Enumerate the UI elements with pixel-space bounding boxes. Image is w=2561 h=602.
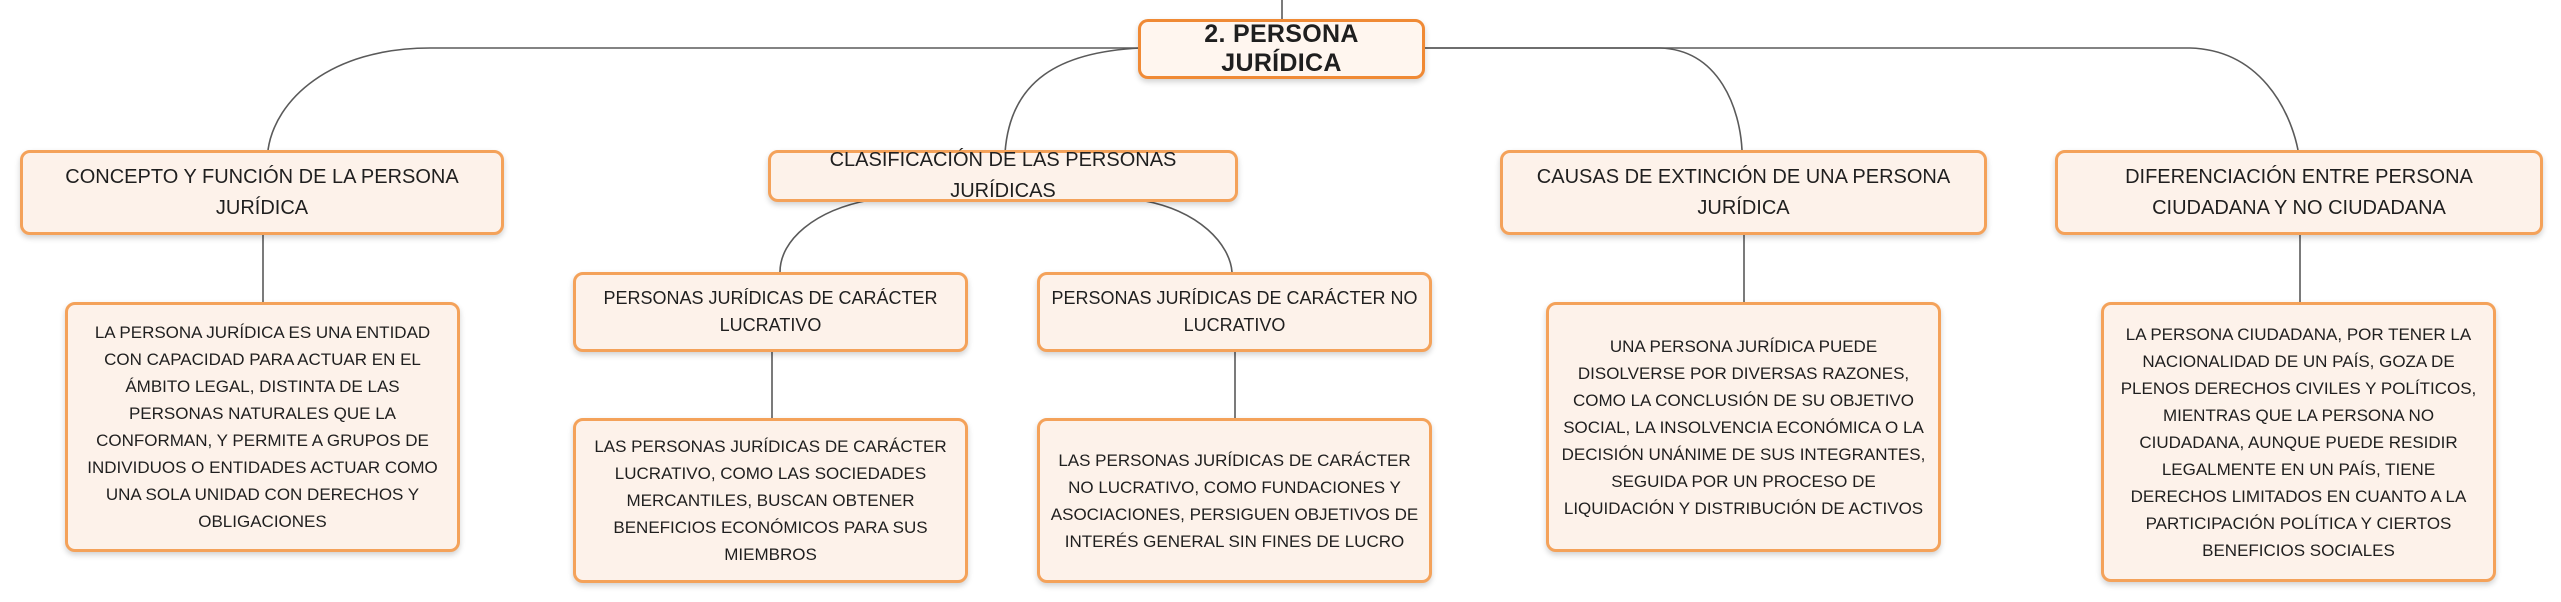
subtopic-no-lucrativo[interactable]: PERSONAS JURÍDICAS DE CARÁCTER NO LUCRAT… bbox=[1037, 272, 1432, 352]
topic-clasificacion-label: CLASIFICACIÓN DE LAS PERSONAS JURÍDICAS bbox=[829, 149, 1177, 202]
connector-clasif-lucrativo bbox=[779, 199, 871, 273]
subtopic-lucrativo-label: PERSONAS JURÍDICAS DE CARÁCTER LUCRATIVO bbox=[603, 288, 938, 335]
subtopic-no-lucrativo-label: PERSONAS JURÍDICAS DE CARÁCTER NO LUCRAT… bbox=[1051, 288, 1418, 335]
detail-lucrativo[interactable]: LAS PERSONAS JURÍDICAS DE CARÁCTER LUCRA… bbox=[573, 418, 968, 583]
detail-concepto[interactable]: LA PERSONA JURÍDICA ES UNA ENTIDAD CON C… bbox=[65, 302, 460, 552]
detail-extincion-text: UNA PERSONA JURÍDICA PUEDE DISOLVERSE PO… bbox=[1561, 336, 1926, 518]
connector-root-diferenciacion bbox=[1425, 47, 2299, 151]
detail-diferenciacion[interactable]: LA PERSONA CIUDADANA, POR TENER LA NACIO… bbox=[2101, 302, 2496, 582]
topic-concepto-label: CONCEPTO Y FUNCIÓN DE LA PERSONA JURÍDIC… bbox=[65, 165, 459, 219]
topic-concepto[interactable]: CONCEPTO Y FUNCIÓN DE LA PERSONA JURÍDIC… bbox=[20, 150, 504, 235]
detail-diferenciacion-text: LA PERSONA CIUDADANA, POR TENER LA NACIO… bbox=[2120, 324, 2477, 560]
connector-root-concepto bbox=[267, 47, 1140, 151]
detail-no-lucrativo[interactable]: LAS PERSONAS JURÍDICAS DE CARÁCTER NO LU… bbox=[1037, 418, 1432, 583]
topic-diferenciacion[interactable]: DIFERENCIACIÓN ENTRE PERSONA CIUDADANA Y… bbox=[2055, 150, 2543, 235]
detail-concepto-text: LA PERSONA JURÍDICA ES UNA ENTIDAD CON C… bbox=[87, 323, 438, 531]
topic-clasificacion[interactable]: CLASIFICACIÓN DE LAS PERSONAS JURÍDICAS bbox=[768, 149, 1238, 202]
topic-diferenciacion-label: DIFERENCIACIÓN ENTRE PERSONA CIUDADANA Y… bbox=[2125, 165, 2473, 219]
root-title: 2. PERSONA JURÍDICA bbox=[1204, 20, 1359, 77]
detail-extincion[interactable]: UNA PERSONA JURÍDICA PUEDE DISOLVERSE PO… bbox=[1546, 302, 1941, 552]
connector-root-extincion bbox=[1425, 47, 1743, 151]
detail-lucrativo-text: LAS PERSONAS JURÍDICAS DE CARÁCTER LUCRA… bbox=[594, 437, 947, 564]
topic-extincion-label: CAUSAS DE EXTINCIÓN DE UNA PERSONA JURÍD… bbox=[1536, 165, 1951, 219]
subtopic-lucrativo[interactable]: PERSONAS JURÍDICAS DE CARÁCTER LUCRATIVO bbox=[573, 272, 968, 352]
root-node[interactable]: 2. PERSONA JURÍDICA bbox=[1138, 19, 1425, 79]
detail-no-lucrativo-text: LAS PERSONAS JURÍDICAS DE CARÁCTER NO LU… bbox=[1050, 450, 1419, 551]
topic-extincion[interactable]: CAUSAS DE EXTINCIÓN DE UNA PERSONA JURÍD… bbox=[1500, 150, 1987, 235]
connector-root-clasificacion bbox=[1004, 47, 1141, 154]
connector-clasif-nolucrativo bbox=[1139, 199, 1233, 273]
